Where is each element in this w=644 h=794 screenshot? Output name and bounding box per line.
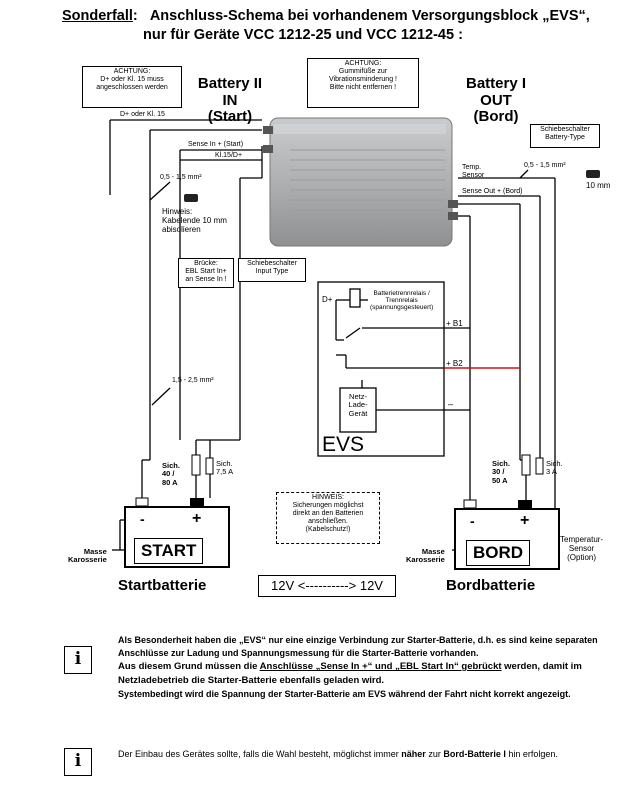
label-masse-left: Masse Karosserie — [68, 547, 107, 565]
wire-end-left-icon — [184, 194, 198, 202]
note-switch-battery-type: Schiebeschalter Battery-Type — [530, 124, 600, 148]
info-paragraph-2: Der Einbau des Gerätes sollte, falls die… — [118, 748, 578, 761]
info2-text-e: hin erfolgen. — [505, 749, 558, 759]
label-sense-out: Sense Out + (Bord) — [462, 188, 523, 195]
info-icon: i — [64, 748, 92, 776]
start-plus-pole — [190, 498, 204, 507]
fuse-bord-small-icon — [535, 457, 544, 475]
note-achtung-rubber-feet: ACHTUNG: Gummifüße zur Vibrationsminderu… — [307, 58, 419, 108]
label-dplus-wire: D+ oder Kl. 15 — [120, 111, 165, 118]
heading-colon: : — [132, 8, 150, 24]
label-bordbatterie: Bordbatterie — [446, 577, 536, 594]
terminal-minus-left — [263, 126, 273, 134]
info2-text-a: Der Einbau des Gerätes sollte, falls die… — [118, 749, 402, 759]
start-plus-sign: + — [192, 510, 202, 527]
label-evs-minus: – — [448, 399, 454, 409]
info1-text-a: Als Besonderheit haben die „EVS“ nur ein… — [118, 635, 598, 659]
heading-label: Sonderfall — [62, 8, 133, 24]
info2-text-c: zur — [425, 749, 444, 759]
wire-end-right-icon — [586, 170, 600, 178]
start-battery-label: START — [134, 538, 204, 564]
label-startbatterie: Startbatterie — [118, 577, 207, 594]
terminal-plus-left — [263, 145, 273, 153]
info1-text-c: Systembedingt wird die Spannung der Star… — [118, 688, 571, 699]
label-hint-strip: Hinweis: Kabelende 10 mm abisolieren — [162, 207, 227, 234]
battery1-title: Battery I OUT (Bord) — [465, 75, 527, 125]
note-bridge: Brücke: EBL Start In+ an Sense In ! — [178, 258, 234, 288]
info-paragraph-1: Als Besonderheit haben die „EVS“ nur ein… — [118, 634, 608, 701]
label-evs-dplus: D+ — [322, 295, 333, 304]
info2-text-d: Bord-Batterie I — [443, 749, 506, 759]
terminal-minus-right — [448, 212, 458, 220]
label-fuse-bord-main: Sich. 30 / 50 A — [492, 459, 510, 485]
label-b2: + B2 — [446, 359, 463, 368]
bord-plus-sign: + — [520, 512, 530, 529]
note-achtung-dplus: ACHTUNG: D+ oder Kl. 15 muss angeschloss… — [82, 66, 182, 108]
info1-text-b: Aus diesem Grund müssen die — [118, 661, 260, 673]
battery2-title: Battery II IN (Start) — [197, 75, 263, 125]
info2-text-b: näher — [401, 749, 426, 759]
charger-device — [269, 117, 453, 247]
info1-text-b-wrap: Aus diesem Grund müssen die Anschlüsse „… — [118, 660, 608, 688]
terminal-plus-right — [448, 200, 458, 208]
bord-plus-pole — [518, 500, 532, 509]
bord-battery-label: BORD — [466, 540, 531, 566]
label-cross-section-2: 0,5 - 1,5 mm² — [524, 162, 566, 169]
note-fuse-hint: HINWEIS: Sicherungen möglichst direkt an… — [276, 492, 380, 544]
note-switch-input-type: Schiebeschalter Input Type — [238, 258, 306, 282]
heading-line2: nur für Geräte VCC 1212-25 und VCC 1212-… — [143, 27, 463, 43]
label-sense-in: Sense In + (Start) — [188, 141, 244, 148]
label-relay: Batterietrennrelais / Trennrelais (spann… — [370, 290, 434, 312]
wiring-diagram — [109, 117, 600, 551]
label-fuse-start-small: Sich. 7,5 A — [216, 459, 234, 477]
fuse-bord-main-icon — [521, 454, 531, 476]
info-icon: i — [64, 646, 92, 674]
label-charger: Netz- Lade- Gerät — [348, 392, 368, 418]
page-heading: Sonderfall: Anschluss-Schema bei vorhand… — [62, 8, 590, 24]
fuse-start-main-icon — [191, 454, 201, 476]
label-cross-section-1: 0,5 - 1,5 mm² — [160, 174, 202, 181]
label-temp-sensor: Temp. Sensor — [462, 164, 485, 179]
start-minus-pole — [135, 497, 149, 507]
label-masse-right: Masse Karosserie — [406, 547, 445, 565]
info1-text-b-underlined: Anschlüsse „Sense In +“ und „EBL Start I… — [259, 661, 502, 673]
voltage-box: 12V <----------> 12V — [258, 575, 396, 597]
start-minus-sign: - — [140, 511, 145, 527]
label-fuse-bord-small: Sich. 3 A — [546, 459, 563, 477]
info1-text-b-end: werden, damit im Netzladebetrieb die Sta… — [118, 661, 582, 686]
label-b1: + B1 — [446, 319, 463, 328]
heading-line1: Anschluss-Schema bei vorhandenem Versorg… — [149, 8, 590, 24]
label-10mm: 10 mm — [586, 181, 611, 190]
label-temp-sensor-option: Temperatur- Sensor (Option) — [560, 535, 604, 562]
label-evs: EVS — [322, 433, 365, 456]
label-kl15: Kl.15/D+ — [215, 152, 243, 159]
label-cross-section-3: 1,5 - 2,5 mm² — [172, 377, 214, 384]
label-fuse-start-main: Sich. 40 / 80 A — [162, 461, 180, 487]
bord-minus-sign: - — [470, 513, 475, 529]
fuse-start-small-icon — [205, 457, 214, 475]
bord-minus-pole — [463, 499, 477, 509]
